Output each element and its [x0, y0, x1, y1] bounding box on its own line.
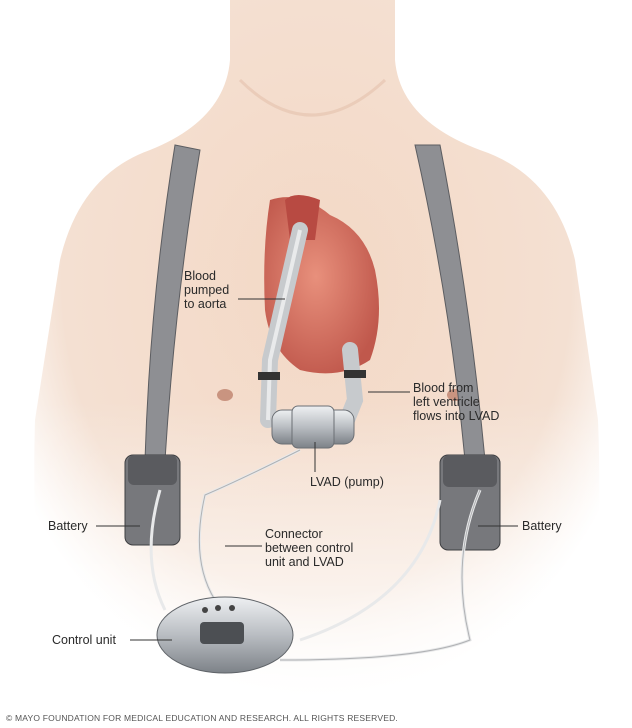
- label-line: flows into LVAD: [413, 409, 500, 423]
- label-line: Blood: [184, 269, 216, 283]
- label-battery-right: Battery: [522, 519, 562, 533]
- lvad-pump: [271, 405, 355, 449]
- label-blood-from-left-ventricle: Blood from left ventricle flows into LVA…: [413, 381, 499, 423]
- control-unit: [156, 596, 294, 674]
- label-line: to aorta: [184, 297, 227, 311]
- label-line: unit and LVAD: [265, 555, 344, 569]
- label-control-unit: Control unit: [52, 633, 116, 647]
- label-battery-left: Battery: [48, 519, 88, 533]
- label-blood-pumped-to-aorta: Blood pumped to aorta: [184, 269, 229, 311]
- label-line: left ventricle: [413, 395, 480, 409]
- label-connector: Connector between control unit and LVAD: [265, 527, 353, 569]
- label-line: Blood from: [413, 381, 474, 395]
- label-line: Connector: [265, 527, 323, 541]
- leader-lines: [96, 298, 518, 641]
- label-line: pumped: [184, 283, 230, 297]
- copyright-notice: © MAYO FOUNDATION FOR MEDICAL EDUCATION …: [6, 713, 398, 723]
- label-line: between control: [265, 541, 354, 555]
- battery-left: [124, 454, 181, 546]
- label-lvad-pump: LVAD (pump): [310, 475, 384, 489]
- battery-right: [439, 454, 501, 551]
